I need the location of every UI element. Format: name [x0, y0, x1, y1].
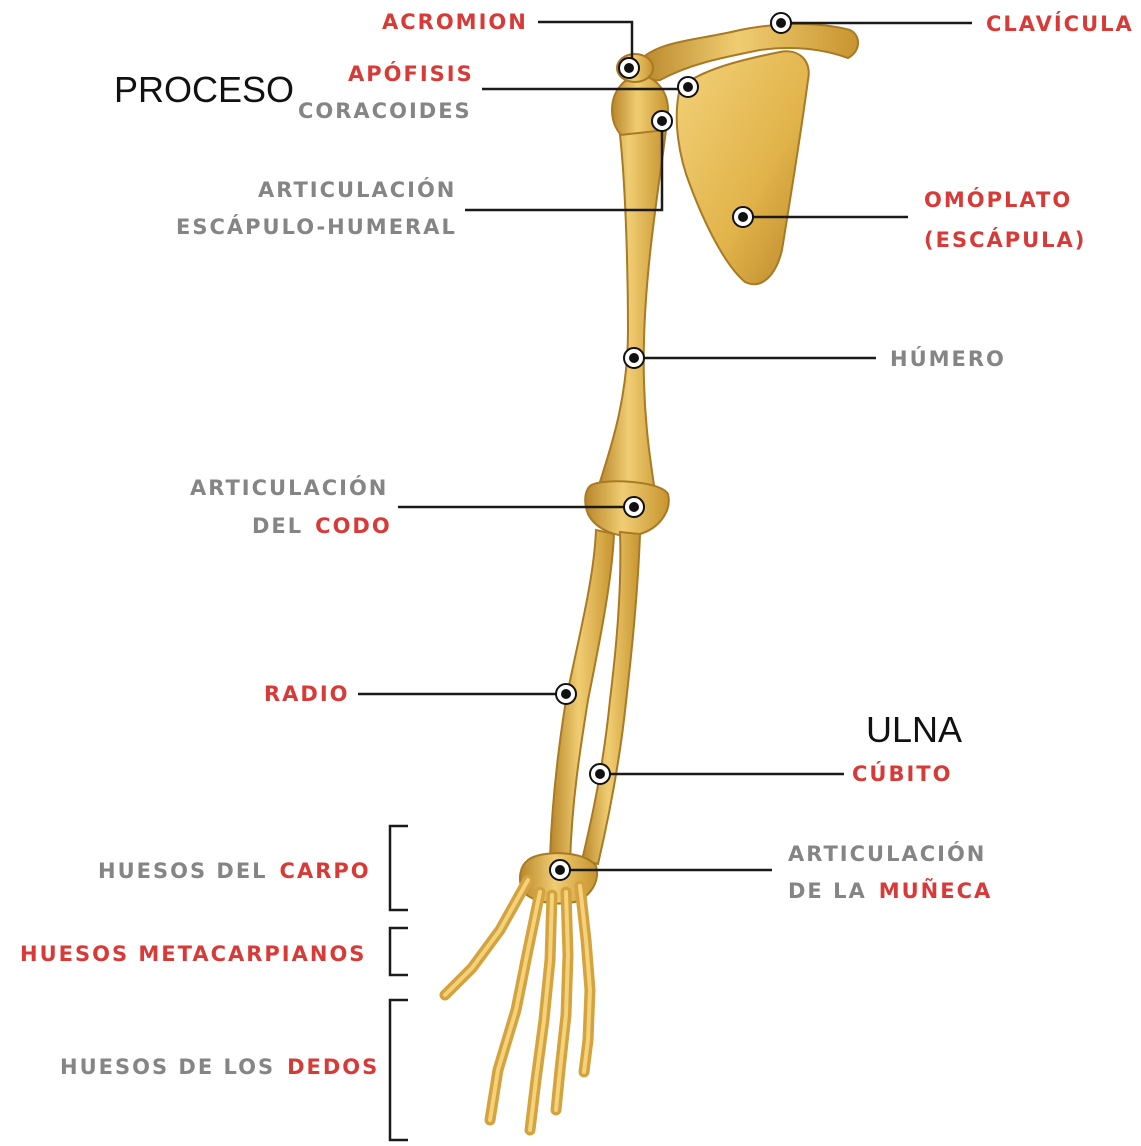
label-articulacion-escapulo: ARTICULACIÓN: [258, 180, 456, 201]
label-de-la-muneca: DE LA MUÑECA: [788, 881, 992, 903]
label-escapulo-humeral: ESCÁPULO-HUMERAL: [176, 217, 457, 238]
label-radio: RADIO: [264, 684, 350, 705]
label-muneca: MUÑECA: [879, 879, 993, 903]
label-clavicula: CLAVÍCULA: [986, 14, 1134, 35]
humerus-bone: [598, 130, 666, 498]
leader-acromion: [538, 22, 632, 66]
label-del-codo: DEL CODO: [252, 516, 392, 538]
label-dedos: DEDOS: [287, 1055, 379, 1079]
label-apofisis: APÓFISIS: [348, 64, 474, 85]
label-cubito: CÚBITO: [852, 764, 952, 785]
label-de-la: DE LA: [788, 879, 867, 903]
marker-cubito: [590, 764, 610, 784]
marker-clavicula: [771, 13, 791, 33]
label-articulacion-codo: ARTICULACIÓN: [190, 478, 388, 499]
label-huesos-de-los: HUESOS DE LOS: [60, 1055, 275, 1079]
marker-humero: [624, 348, 644, 368]
marker-codo: [624, 497, 644, 517]
marker-apofisis: [678, 77, 698, 97]
bracket-carpo: [390, 826, 408, 910]
label-humero: HÚMERO: [890, 349, 1006, 370]
marker-acromion: [619, 58, 639, 78]
label-codo: CODO: [315, 514, 392, 538]
marker-muneca: [550, 860, 570, 880]
label-huesos-del: HUESOS DEL: [98, 859, 268, 883]
marker-omoplato: [733, 207, 753, 227]
label-coracoides: CORACOIDES: [298, 101, 472, 122]
marker-escapulo-humeral: [652, 111, 672, 131]
label-del: DEL: [252, 514, 303, 538]
label-acromion: ACROMION: [382, 12, 528, 33]
label-huesos-de-los-dedos: HUESOS DE LOS DEDOS: [60, 1057, 379, 1079]
hand-phalanges-highlight: [445, 880, 590, 1130]
bracket-metacarpianos: [390, 928, 408, 975]
brackets: [390, 826, 408, 1140]
label-huesos-del-carpo: HUESOS DEL CARPO: [98, 861, 371, 883]
label-articulacion-muneca: ARTICULACIÓN: [788, 844, 986, 865]
marker-radio: [556, 684, 576, 704]
label-proceso: PROCESO: [114, 72, 294, 108]
label-ulna: ULNA: [866, 712, 962, 748]
bracket-dedos: [390, 1000, 408, 1140]
label-carpo: CARPO: [280, 859, 371, 883]
label-omoplato: OMÓPLATO: [924, 190, 1072, 211]
label-escapula: (ESCÁPULA): [924, 230, 1086, 251]
label-huesos-metacarpianos: HUESOS METACARPIANOS: [20, 944, 366, 965]
